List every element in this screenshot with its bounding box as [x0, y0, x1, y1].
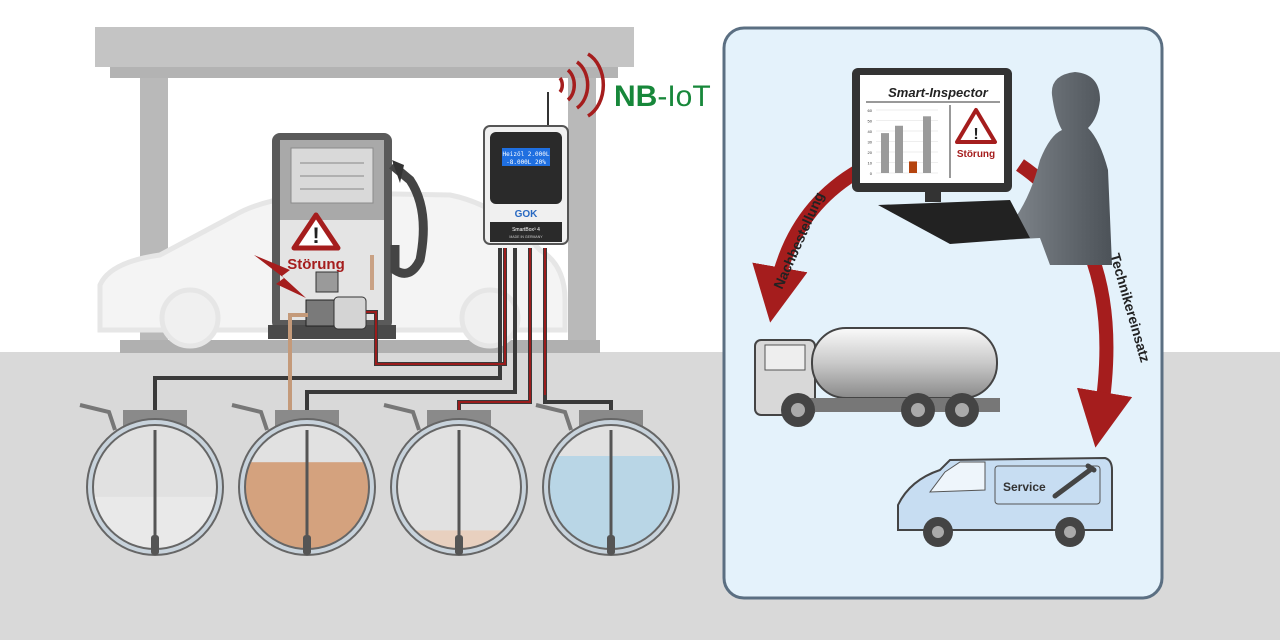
- model-label: SmartBox³ 4: [512, 227, 540, 233]
- nb-iot-label: NB-IoT: [614, 80, 711, 113]
- pump-alert-label: Störung: [287, 256, 345, 273]
- tick-label: 50: [868, 119, 873, 124]
- chart-bar: [909, 161, 917, 173]
- tick-label: 40: [868, 129, 873, 134]
- tick-label: 0: [870, 171, 873, 176]
- van-label: Service: [1003, 480, 1046, 494]
- wrench-icon: [1052, 463, 1097, 499]
- tank: [79, 403, 224, 556]
- tank: [231, 403, 376, 556]
- fuel-pump: ! Störung: [254, 133, 428, 339]
- svg-text:!: !: [973, 126, 978, 143]
- monitor-title: Smart-Inspector: [888, 85, 989, 100]
- chart-bar: [881, 133, 889, 173]
- display-line-2: -8.000L 20%: [506, 159, 546, 166]
- tanks: [79, 403, 680, 556]
- level-probe: [151, 535, 159, 555]
- tick-label: 10: [868, 161, 873, 166]
- tank: [383, 403, 528, 556]
- gas-station-canopy: [95, 27, 634, 353]
- tank: [535, 403, 680, 556]
- tick-label: 30: [868, 140, 873, 145]
- smartbox-device: Heizöl 2.000L -8.000L 20% GOK SmartBox³ …: [483, 52, 606, 245]
- level-probe: [607, 535, 615, 555]
- tanker-truck: [754, 327, 1000, 427]
- brand-logo: GOK: [515, 209, 539, 220]
- monitor-warning-icon: [955, 108, 997, 144]
- level-probe: [455, 535, 463, 555]
- pipes: [153, 248, 613, 545]
- chart-bar: [895, 125, 903, 173]
- level-probe: [303, 535, 311, 555]
- monitor-alert-label: Störung: [957, 149, 995, 160]
- monitor: Smart-Inspector 60 50 40 30 20 10 0 ! Störung: [852, 68, 1030, 244]
- lightning-icon: [254, 255, 306, 298]
- person-silhouette: [955, 72, 1112, 265]
- tick-label: 60: [868, 108, 873, 113]
- svg-text:!: !: [312, 223, 319, 248]
- made-in-label: MADE IN GERMANY: [509, 235, 543, 239]
- chart-bar: [923, 116, 931, 173]
- service-van: Service: [897, 456, 1113, 547]
- signal-icon: [558, 52, 606, 118]
- display-line-1: Heizöl 2.000L: [503, 151, 550, 158]
- monitor-chart: 60 50 40 30 20 10 0: [868, 108, 938, 176]
- warning-triangle-icon: [291, 212, 341, 251]
- reorder-arrow: [752, 163, 864, 323]
- tick-label: 20: [868, 150, 873, 155]
